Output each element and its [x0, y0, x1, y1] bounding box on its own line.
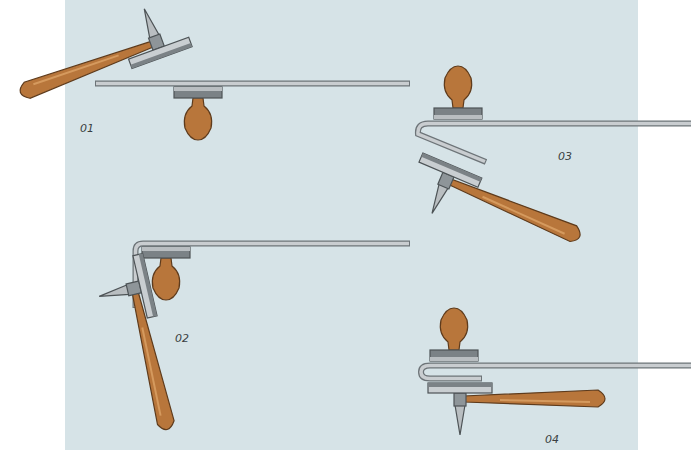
callout-number: 04: [545, 434, 559, 445]
step-04: [421, 308, 691, 435]
callout-number: 01: [80, 123, 94, 134]
step-03: [403, 66, 691, 270]
callout-number: 03: [558, 151, 572, 162]
step-02: [92, 244, 410, 438]
background-panel: [65, 0, 638, 450]
step-01: [8, 0, 410, 140]
callout-number: 02: [175, 333, 189, 344]
